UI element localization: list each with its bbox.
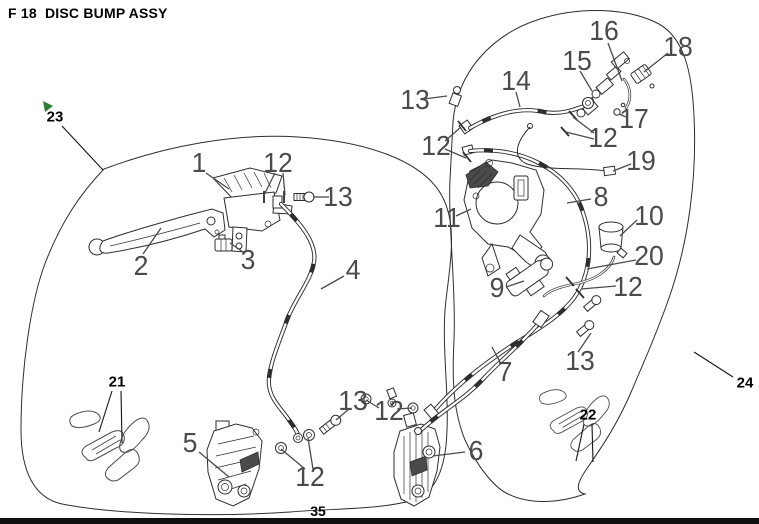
clip-pins-mid-right-drawing — [565, 276, 585, 299]
brake-pads-right-drawing — [538, 389, 610, 452]
bolt-top-left-drawing — [293, 191, 315, 203]
footer-bar — [0, 518, 759, 524]
callout-17: 17 — [619, 103, 649, 134]
page-number: 35 — [310, 503, 326, 519]
callout-20: 20 — [634, 240, 664, 271]
bend-tube-drawing — [622, 77, 632, 110]
callout-12-a: 12 — [263, 147, 293, 178]
callout-7: 7 — [497, 356, 513, 387]
leader-lines — [61, 42, 734, 478]
rear-master-cylinder-drawing — [505, 257, 554, 297]
callout-3: 3 — [240, 244, 256, 275]
banjo-bolt-top-right-drawing — [448, 86, 463, 107]
callout-13-c: 13 — [400, 84, 430, 115]
caliper-bracket-assembly-drawing — [463, 159, 553, 277]
callout-6: 6 — [468, 435, 484, 466]
valve-assembly-drawing — [576, 51, 631, 118]
callout-14: 14 — [501, 65, 531, 96]
callout-12-c: 12 — [374, 395, 404, 426]
callout-12-d: 12 — [421, 130, 451, 161]
callout-11: 11 — [433, 202, 461, 233]
brake-pads-left-drawing — [69, 410, 150, 482]
brake-lever-drawing — [88, 208, 226, 256]
rear-lower-hose-drawing — [414, 309, 550, 435]
callout-18: 18 — [663, 31, 693, 62]
callout-1: 1 — [191, 147, 207, 178]
clip-pins-center-drawing — [457, 120, 472, 163]
clip-pins-top-left-drawing — [263, 191, 285, 203]
callout-12-f: 12 — [613, 271, 643, 302]
callout-8: 8 — [593, 181, 609, 212]
callout-10: 10 — [634, 200, 664, 231]
front-brake-hose-drawing — [266, 195, 317, 443]
mid-hose-drawing — [458, 96, 597, 135]
callout-12-b: 12 — [295, 461, 325, 492]
sensor-wire-drawing — [516, 123, 617, 177]
callout-24: 24 — [736, 374, 754, 392]
small-nut-drawing — [613, 102, 626, 116]
callout-4: 4 — [345, 254, 361, 285]
callout-19: 19 — [626, 145, 656, 176]
right-panel-outline — [449, 9, 696, 502]
lever-clamp-drawing — [214, 234, 233, 252]
reservoir-hose-drawing — [542, 255, 616, 298]
cursor-arrow-icon — [43, 101, 53, 112]
callout-16: 16 — [589, 15, 619, 46]
rear-upper-hose-drawing — [423, 144, 592, 420]
callout-2: 2 — [133, 250, 149, 281]
callout-5: 5 — [182, 427, 198, 458]
callout-21: 21 — [108, 373, 126, 391]
callout-23: 23 — [46, 108, 64, 126]
callout-13-b: 13 — [338, 385, 368, 416]
union-fitting-drawing — [630, 64, 655, 89]
rear-caliper-drawing — [393, 412, 441, 507]
callout-12-e: 12 — [588, 122, 618, 153]
bolt-right-lower-drawing — [575, 320, 595, 338]
reservoir-drawing — [598, 221, 628, 259]
callout-9: 9 — [489, 272, 505, 303]
callout-22: 22 — [579, 406, 597, 424]
callout-13-a: 13 — [323, 181, 353, 212]
page-title: F 18 DISC BUMP ASSY — [8, 5, 168, 21]
front-caliper-drawing — [206, 420, 263, 507]
bolt-right-upper-drawing — [582, 295, 602, 313]
callout-13-d: 13 — [565, 345, 595, 376]
callout-15: 15 — [562, 45, 592, 76]
